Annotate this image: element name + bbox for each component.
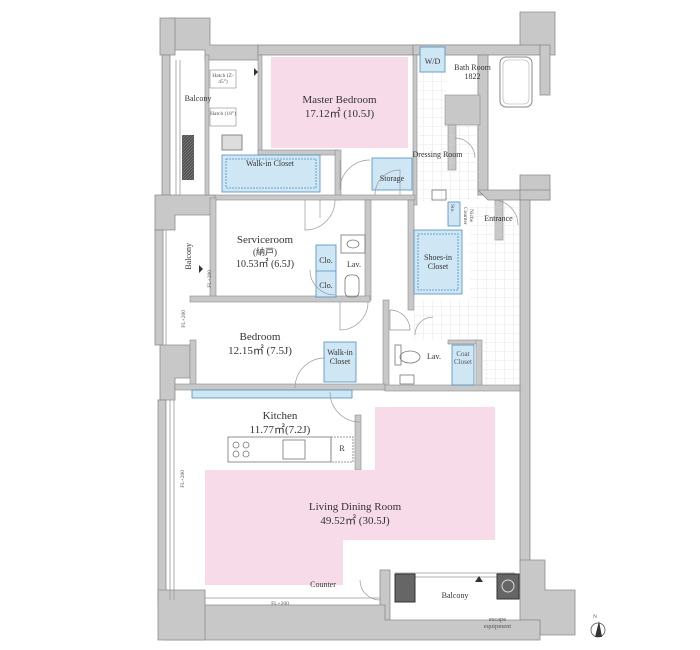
fl-label-3: FL+200: [180, 470, 186, 488]
bathtub: [499, 56, 533, 108]
fl-label-1: FL+200: [207, 270, 213, 288]
windows: [165, 60, 515, 600]
master-bedroom-name: Master Bedroom: [302, 94, 377, 106]
coat-closet-box: [451, 344, 475, 386]
entrance-floor: [470, 205, 520, 385]
escape-equipment-label: escape equipment: [483, 616, 512, 630]
balcony-bottom-label: Balcony: [441, 591, 469, 600]
hall-floor: [414, 300, 474, 340]
hatch-2-label: Hatch (18°): [210, 111, 236, 117]
living-floor: [205, 407, 495, 585]
niche-counter-label: Niche Counter: [462, 207, 474, 225]
bath-room-size: 1822: [464, 72, 481, 81]
arrow-icon-2: [199, 265, 203, 273]
dressing-floor: [417, 57, 447, 202]
dressing-floor-2: [445, 125, 480, 200]
balcony-box-right: [496, 573, 520, 600]
coat-closet-label: Coat Closet: [454, 350, 472, 366]
storage-box: [371, 157, 413, 191]
balcony-small-box: [221, 134, 243, 151]
hatch-box-1: [209, 69, 237, 89]
wall-left-top: [159, 17, 176, 56]
wall-left-lower: [157, 399, 167, 606]
wall-left-upper: [161, 54, 171, 196]
north-compass-icon: [590, 621, 606, 638]
serviceroom-label: Serviceroom (納戸) 10.53㎡ (6.5J): [220, 233, 310, 272]
wall-left-col1: [154, 194, 216, 231]
shaft-hatch: [182, 135, 194, 180]
storage-label: Storage: [379, 174, 405, 183]
wall-left-mid: [154, 229, 164, 346]
wall-left-col2: [159, 344, 191, 401]
sto-box: [447, 201, 461, 227]
clo-2-label: Clo.: [319, 281, 333, 290]
doors: [294, 137, 519, 601]
wd-label: W/D: [424, 57, 441, 66]
shoes-closet-box: [413, 229, 463, 295]
bath-room-name: Bath Room: [454, 63, 491, 72]
wall-right: [519, 189, 551, 201]
clo-1-label: Clo.: [319, 256, 333, 265]
kitchen-counter: [191, 389, 354, 463]
counter-label: Counter: [310, 580, 336, 589]
bedroom-area: 12.15㎡ (7.5J): [228, 345, 292, 357]
wall-top-left: [169, 17, 259, 61]
sto-label: Sto.: [449, 204, 455, 213]
kitchen-name: Kitchen: [262, 410, 298, 422]
master-bedroom-label: Master Bedroom 17.12㎡ (10.5J): [282, 93, 397, 121]
wd-box: [419, 46, 446, 73]
arrow-icon: [254, 68, 258, 76]
serviceroom-area: 10.53㎡ (6.5J): [235, 259, 295, 270]
closets: [221, 46, 475, 386]
living-label: Living Dining Room 49.52㎡ (30.5J): [290, 500, 420, 528]
entrance-label: Entrance: [484, 214, 513, 223]
bedroom-name: Bedroom: [239, 331, 281, 343]
master-bedroom-area: 17.12㎡ (10.5J): [304, 108, 375, 120]
walkin-closet-2-box: [323, 341, 357, 383]
bath-room-label: Bath Room 1822: [450, 63, 495, 81]
fixtures: [340, 189, 447, 385]
balcony-box-left: [394, 573, 416, 603]
bedroom-label: Bedroom 12.15㎡ (7.5J): [215, 330, 305, 358]
shoes-closet-label: Shoes-in Closet: [424, 253, 452, 271]
balcony-top-label: Balcony: [184, 94, 212, 103]
refrigerator-label: R: [339, 444, 345, 453]
serviceroom-name: Serviceroom: [236, 234, 294, 246]
wall-right-long: [519, 199, 531, 566]
arrow-icon-3: [475, 576, 483, 582]
balcony-mid-label: Balcony: [184, 243, 193, 270]
walkin-closet-1-label: Walk-in Closet: [245, 159, 294, 168]
serviceroom-sub: (納戸): [253, 247, 277, 257]
lav-2-label: Lav.: [427, 352, 441, 361]
kitchen-area: 11.77㎡(7.2J): [249, 424, 311, 436]
outer-walls: [154, 11, 576, 641]
wall-top: [257, 44, 414, 56]
wall-bath-right: [539, 44, 551, 96]
master-bedroom-floor: [271, 57, 408, 148]
fl-label-2: FL+200: [181, 310, 187, 328]
fl-label-4: FL+200: [271, 601, 289, 607]
walkin-closet-2-label: Walk-in Closet: [327, 348, 353, 366]
dressing-room-label: Dressing Room: [412, 150, 463, 159]
living-area: 49.52㎡ (30.5J): [320, 515, 390, 527]
hatch-box-2: [209, 107, 237, 127]
wall-left-bottom: [157, 589, 206, 641]
living-name: Living Dining Room: [308, 501, 402, 513]
north-label: N: [593, 614, 597, 620]
hatch-1-label: Hatch (Z-45°): [212, 73, 234, 85]
kitchen-label: Kitchen 11.77㎡(7.2J): [225, 409, 335, 437]
lav-1-label: Lav.: [347, 260, 361, 269]
walkin-closet-1-box: [221, 154, 321, 193]
